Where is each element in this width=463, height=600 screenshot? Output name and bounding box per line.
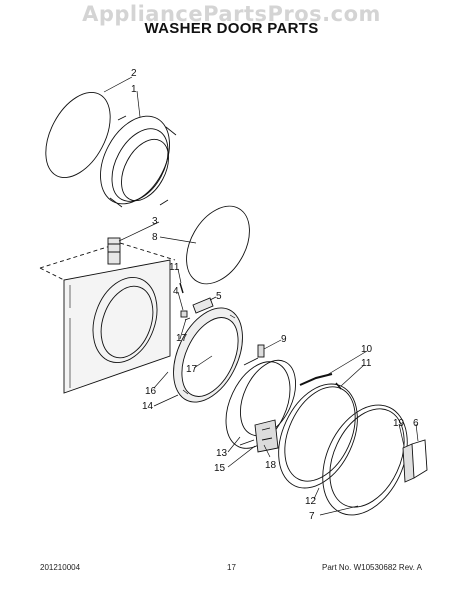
callout-9: 9	[281, 334, 287, 345]
callout-labels: 2 1 3 8 11 4 5 17 9 10 11 17 16 14 13 15…	[131, 68, 419, 522]
watermark: AppliancePartsPros.com	[82, 2, 381, 26]
callout-3: 3	[152, 216, 158, 227]
callout-18: 18	[265, 460, 277, 471]
callout-6: 6	[413, 418, 419, 429]
part-7-door-frame	[322, 404, 408, 516]
part-2-door-seal	[45, 92, 111, 178]
callout-11-lower: 11	[361, 358, 372, 369]
callout-14: 14	[142, 401, 154, 412]
part-15-hinge	[254, 419, 279, 453]
callout-5: 5	[216, 291, 222, 302]
callout-13: 13	[216, 448, 228, 459]
hardware-screws-upper	[179, 282, 214, 318]
part-8-door-glass	[186, 205, 250, 285]
part-17-inner-ring	[173, 307, 243, 403]
callout-16: 16	[145, 386, 157, 397]
part-12-door-bezel	[278, 383, 358, 489]
callout-15: 15	[214, 463, 226, 474]
callout-10: 10	[361, 344, 373, 355]
callout-19: 19	[393, 418, 405, 429]
front-panel	[39, 242, 176, 394]
callout-4: 4	[173, 286, 179, 297]
part-13-door-liner	[225, 357, 296, 449]
part-3-lock-bracket	[107, 237, 121, 265]
part-9-clip	[257, 344, 265, 358]
callout-7: 7	[309, 511, 315, 522]
callout-17: 17	[176, 333, 188, 344]
page-title: WASHER DOOR PARTS	[144, 20, 319, 37]
part-6-door-handle	[402, 439, 428, 483]
leader-lines	[103, 76, 419, 516]
callout-8: 8	[152, 232, 158, 243]
footer-page-number: 17	[227, 563, 236, 572]
callout-2: 2	[131, 68, 137, 79]
callout-17-lower: 17	[186, 364, 198, 375]
callout-1: 1	[131, 84, 137, 95]
footer-part-number: Part No. W10530682 Rev. A	[322, 563, 422, 572]
callout-12: 12	[305, 496, 317, 507]
callout-11: 11	[169, 262, 180, 273]
part-1-bellow	[100, 115, 177, 208]
footer-code: 201210004	[40, 563, 81, 572]
